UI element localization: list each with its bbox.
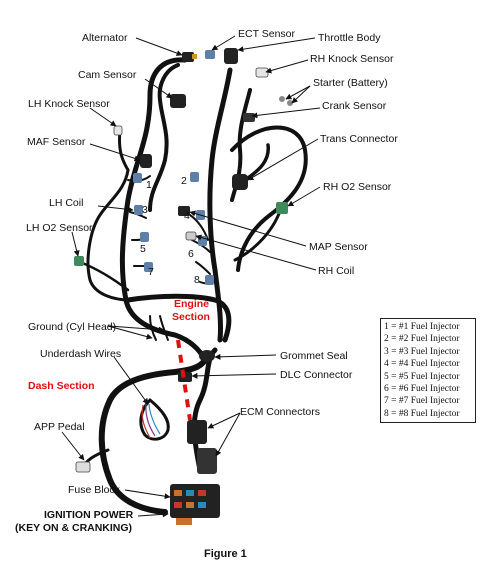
legend-item: 3 = #3 Fuel Injector [384, 346, 460, 357]
injector-number-2: 2 [181, 175, 187, 187]
injector-number-8: 8 [194, 274, 200, 286]
trans-connector-label: Trans Connector [320, 133, 398, 145]
injector-number-7: 7 [148, 266, 154, 278]
legend-item: 7 = #7 Fuel Injector [384, 396, 460, 407]
crank-sensor-label: Crank Sensor [322, 100, 387, 112]
map-sensor-label: MAP Sensor [309, 241, 368, 253]
injector-number-5: 5 [140, 243, 146, 255]
underdash-wires-label: Underdash Wires [40, 348, 121, 360]
injector-number-6: 6 [188, 248, 194, 260]
ecm-connector-bodies [187, 420, 217, 474]
rh-o2-sensor-label: RH O2 Sensor [323, 181, 392, 193]
ecm-connectors-label: ECM Connectors [240, 406, 320, 418]
section-divider [176, 339, 192, 421]
legend-item: 6 = #6 Fuel Injector [384, 384, 460, 395]
lh-coil-label: LH Coil [49, 197, 83, 209]
lh-o2-connector [74, 256, 84, 266]
cam-connector [170, 94, 186, 108]
maf-connector [140, 154, 152, 168]
engine-section-label-line2: Section [172, 311, 210, 323]
harness-wires [78, 57, 308, 515]
ignition-power-label-line1: IGNITION POWER [44, 509, 134, 521]
fuse-block-label: Fuse Block [68, 484, 121, 496]
starter-label: Starter (Battery) [313, 77, 388, 89]
injector-numbers: 1 2 3 4 5 6 7 8 [140, 175, 200, 286]
rh-coil-connector [185, 231, 197, 241]
trans-connector [232, 174, 248, 190]
alternator-label: Alternator [82, 32, 128, 44]
underdash-wire-bundle [141, 403, 161, 439]
grommet-seal-label: Grommet Seal [280, 350, 348, 362]
throttle-body-connector [224, 48, 238, 64]
injector-number-1: 1 [146, 179, 152, 191]
crank-connector [243, 113, 255, 122]
connectors [74, 48, 293, 525]
cam-sensor-label: Cam Sensor [78, 69, 137, 81]
rh-coil-label: RH Coil [318, 265, 354, 277]
fuel-injector-legend: 1 = #1 Fuel Injector 2 = #2 Fuel Injecto… [380, 318, 476, 424]
ect-connector [205, 50, 215, 59]
starter-terminals [279, 96, 293, 106]
lh-o2-sensor-label: LH O2 Sensor [26, 222, 93, 234]
app-pedal-connector [75, 461, 91, 473]
legend-item: 5 = #5 Fuel Injector [384, 371, 460, 382]
leader-lines [61, 35, 321, 518]
injector-number-3: 3 [142, 204, 148, 216]
rh-o2-connector [276, 202, 288, 214]
ignition-power-label-line2: (KEY ON & CRANKING) [15, 522, 132, 534]
figure-caption: Figure 1 [204, 548, 247, 560]
rh-knock-connector [255, 67, 269, 78]
dlc-connector-label: DLC Connector [280, 369, 353, 381]
map-connector [178, 206, 190, 216]
legend-item: 4 = #4 Fuel Injector [384, 359, 460, 370]
legend-item: 8 = #8 Fuel Injector [384, 408, 460, 419]
injector-number-4: 4 [184, 210, 190, 222]
dash-section-label: Dash Section [28, 380, 95, 392]
legend-item: 2 = #2 Fuel Injector [384, 334, 460, 345]
lh-knock-sensor-label: LH Knock Sensor [28, 98, 110, 110]
app-pedal-label: APP Pedal [34, 421, 85, 433]
engine-section-label-line1: Engine [174, 298, 209, 310]
fuse-block-body [170, 484, 220, 525]
legend-item: 1 = #1 Fuel Injector [384, 322, 460, 332]
grommet [199, 350, 215, 362]
throttle-body-label: Throttle Body [318, 32, 381, 44]
alternator-connector [182, 52, 197, 62]
lh-knock-connector [113, 125, 123, 136]
ground-label: Ground (Cyl Head) [28, 321, 116, 333]
rh-knock-sensor-label: RH Knock Sensor [310, 53, 394, 65]
maf-sensor-label: MAF Sensor [27, 136, 86, 148]
labels: Alternator ECT Sensor Throttle Body Cam … [15, 28, 398, 560]
ect-sensor-label: ECT Sensor [238, 28, 295, 40]
